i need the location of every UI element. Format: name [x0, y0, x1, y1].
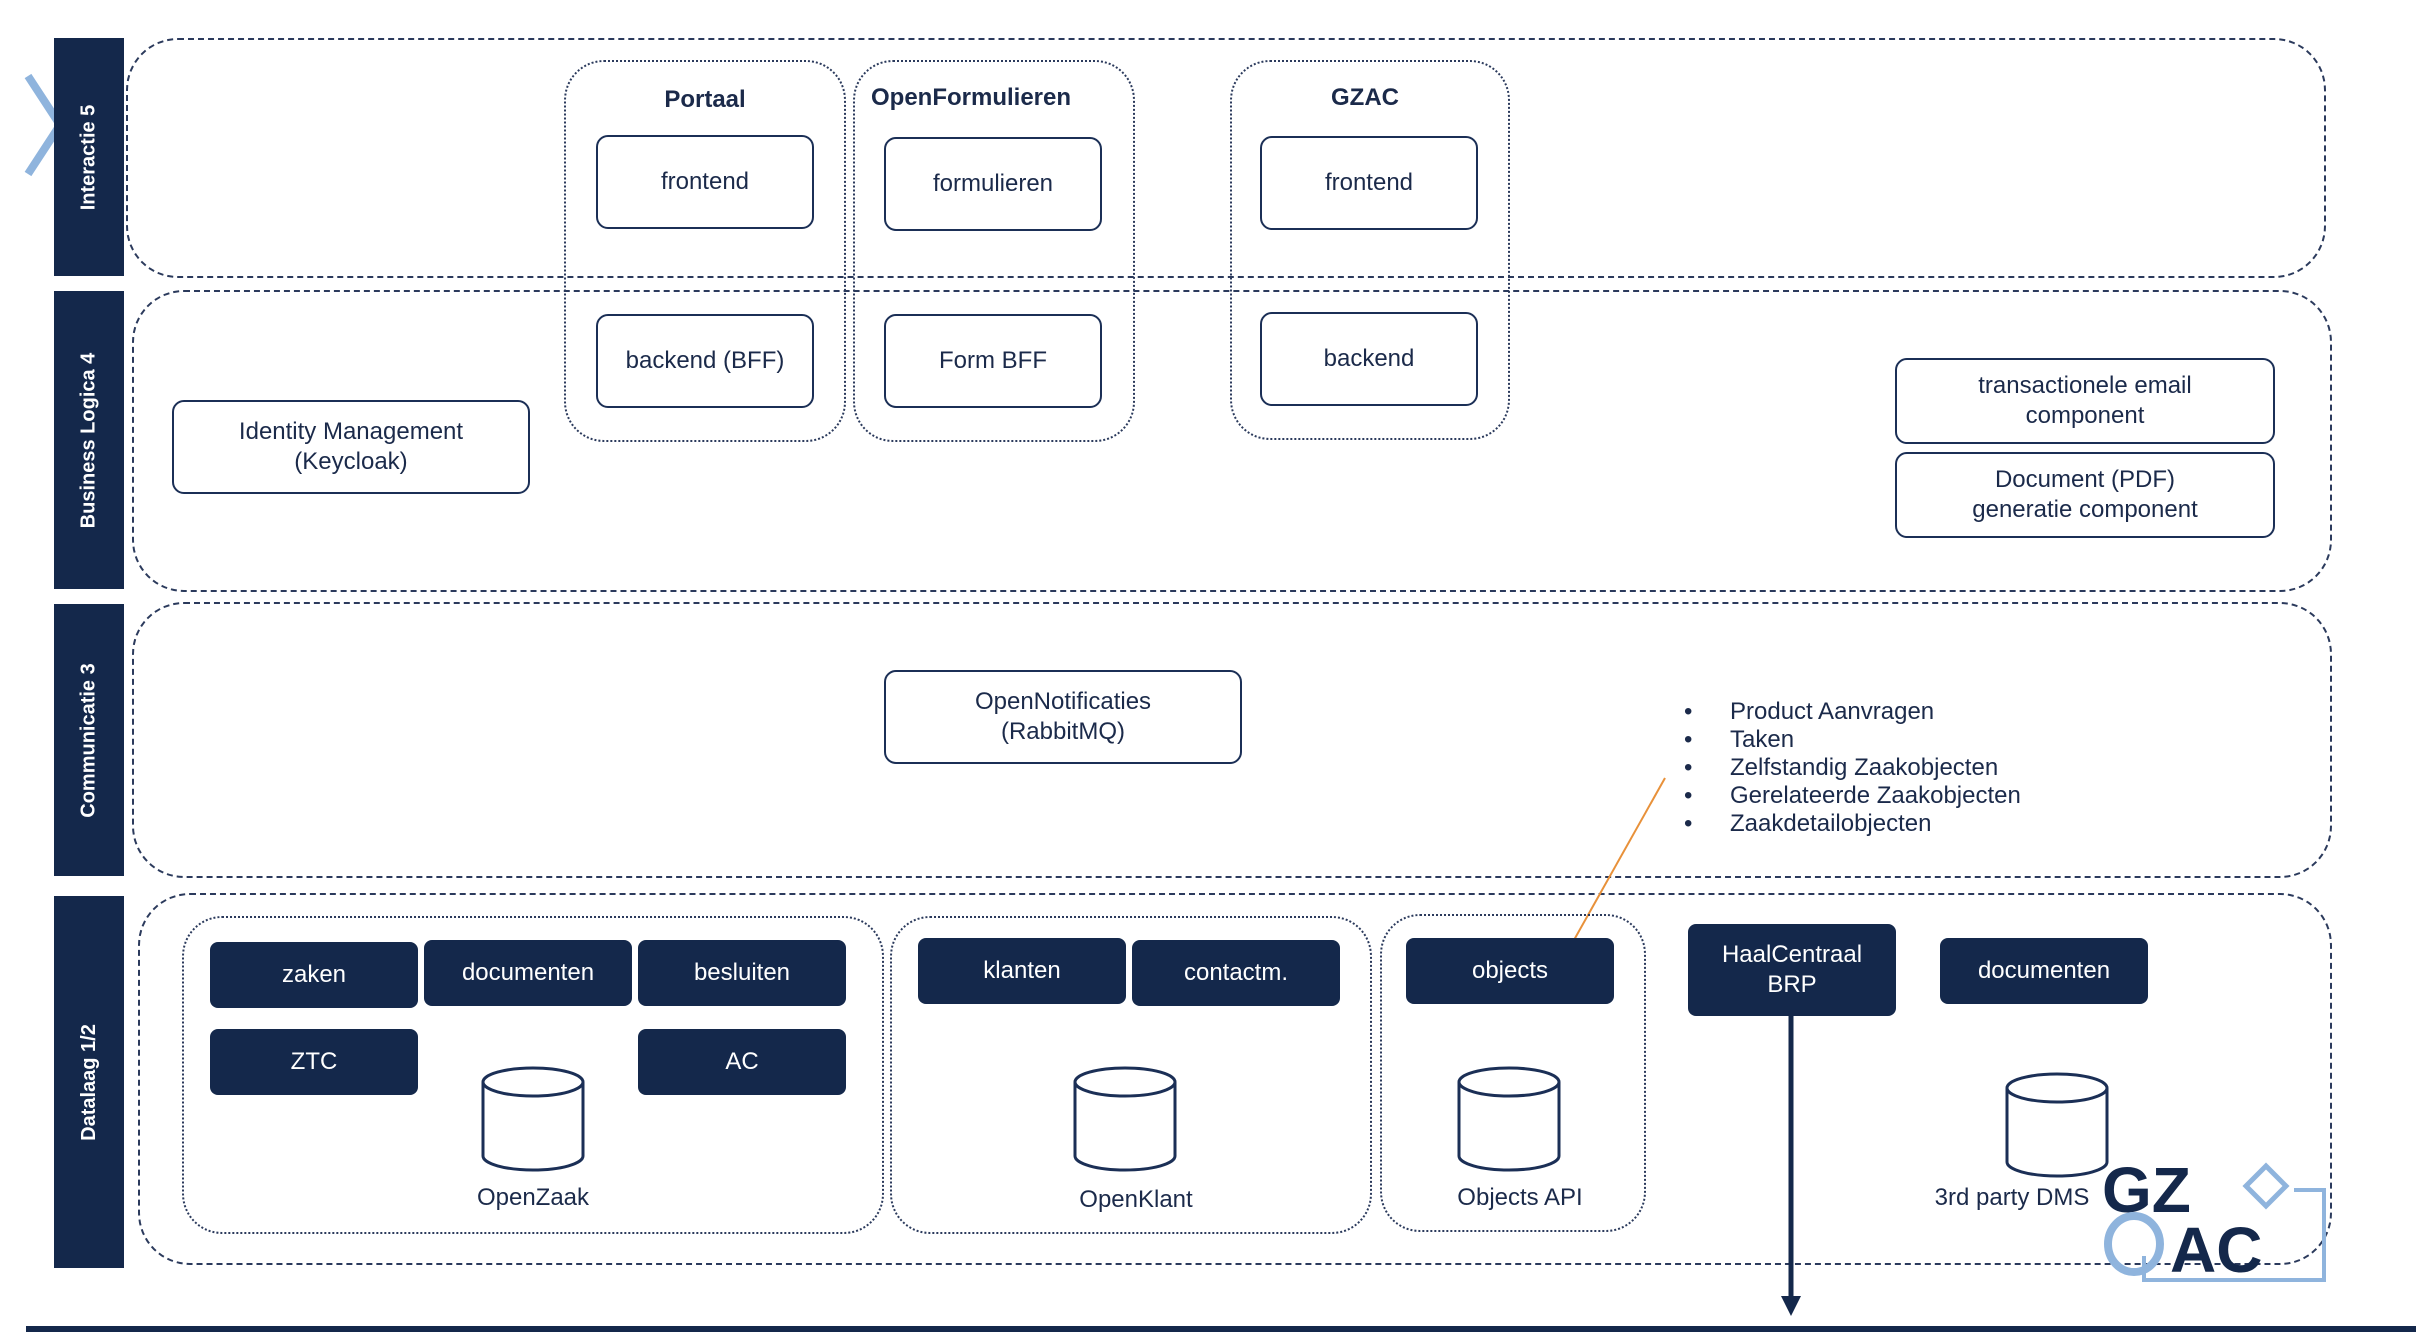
identity-management-box: Identity Management (Keycloak) — [172, 400, 530, 494]
openklant-database-icon — [1073, 1066, 1177, 1172]
openklant-klanten: klanten — [918, 938, 1126, 1004]
objects-api-caption: Objects API — [1457, 1184, 1583, 1211]
openzaak-caption: OpenZaak — [476, 1184, 590, 1211]
group-title-openformulieren: OpenFormulieren — [870, 84, 1072, 111]
transactionele-email-box: transactionele email component — [1895, 358, 2275, 444]
layer-region-business-logica — [132, 290, 2332, 592]
objects-api-objects: objects — [1406, 938, 1614, 1004]
haalcentraal-brp: HaalCentraal BRP — [1688, 924, 1896, 1016]
gzac-logo: GZ AC — [2102, 1160, 2326, 1286]
list-item: •Zelfstandig Zaakobjecten — [1684, 754, 1999, 781]
layer-region-communicatie — [132, 602, 2332, 878]
group-title-gzac: GZAC — [1331, 84, 1399, 111]
layer-tab-datalaag: Datalaag 1/2 — [54, 896, 124, 1268]
list-item: •Gerelateerde Zaakobjecten — [1684, 782, 2021, 809]
openformulieren-form-bff-box: Form BFF — [884, 314, 1102, 408]
portaal-backend-box: backend (BFF) — [596, 314, 814, 408]
svg-text:AC: AC — [2170, 1214, 2262, 1286]
layer-region-datalaag — [138, 893, 2332, 1265]
openzaak-ac: AC — [638, 1029, 846, 1095]
openklant-caption: OpenKlant — [1079, 1186, 1193, 1213]
group-portaal — [564, 60, 846, 442]
dms-database-icon — [2005, 1072, 2109, 1178]
group-title-portaal: Portaal — [664, 86, 746, 113]
dms-documenten: documenten — [1940, 938, 2148, 1004]
layer-region-interactie — [126, 38, 2326, 278]
openformulieren-formulieren-box: formulieren — [884, 137, 1102, 231]
objects-api-database-icon — [1457, 1066, 1561, 1172]
gzac-frontend-box: frontend — [1260, 136, 1478, 230]
openzaak-zaken: zaken — [210, 942, 418, 1008]
openzaak-ztc: ZTC — [210, 1029, 418, 1095]
bottom-rule — [26, 1326, 2416, 1332]
group-openzaak — [182, 916, 884, 1234]
openklant-contactmomenten: contactm. — [1132, 940, 1340, 1006]
pdf-generatie-box: Document (PDF) generatie component — [1895, 452, 2275, 538]
portaal-frontend-box: frontend — [596, 135, 814, 229]
opennotificaties-box: OpenNotificaties (RabbitMQ) — [884, 670, 1242, 764]
group-openklant — [890, 916, 1372, 1234]
dms-caption: 3rd party DMS — [1934, 1184, 2090, 1211]
openzaak-database-icon — [481, 1066, 585, 1172]
group-gzac — [1230, 60, 1510, 440]
openzaak-besluiten: besluiten — [638, 940, 846, 1006]
list-item: •Zaakdetailobjecten — [1684, 810, 1932, 837]
list-item: •Taken — [1684, 726, 1795, 753]
object-types-list: •Product Aanvragen •Taken •Zelfstandig Z… — [1684, 698, 2104, 838]
openzaak-documenten: documenten — [424, 940, 632, 1006]
list-item: •Product Aanvragen — [1684, 698, 1935, 725]
group-openformulieren — [853, 60, 1135, 442]
gzac-backend-box: backend — [1260, 312, 1478, 406]
layer-tab-interactie: Interactie 5 — [54, 38, 124, 276]
layer-tab-business-logica: Business Logica 4 — [54, 291, 124, 589]
layer-tab-communicatie: Communicatie 3 — [54, 604, 124, 876]
chevron-decoration-icon — [24, 73, 60, 177]
group-objects-api — [1380, 914, 1646, 1232]
haalcentraal-arrow — [1781, 1016, 1801, 1316]
